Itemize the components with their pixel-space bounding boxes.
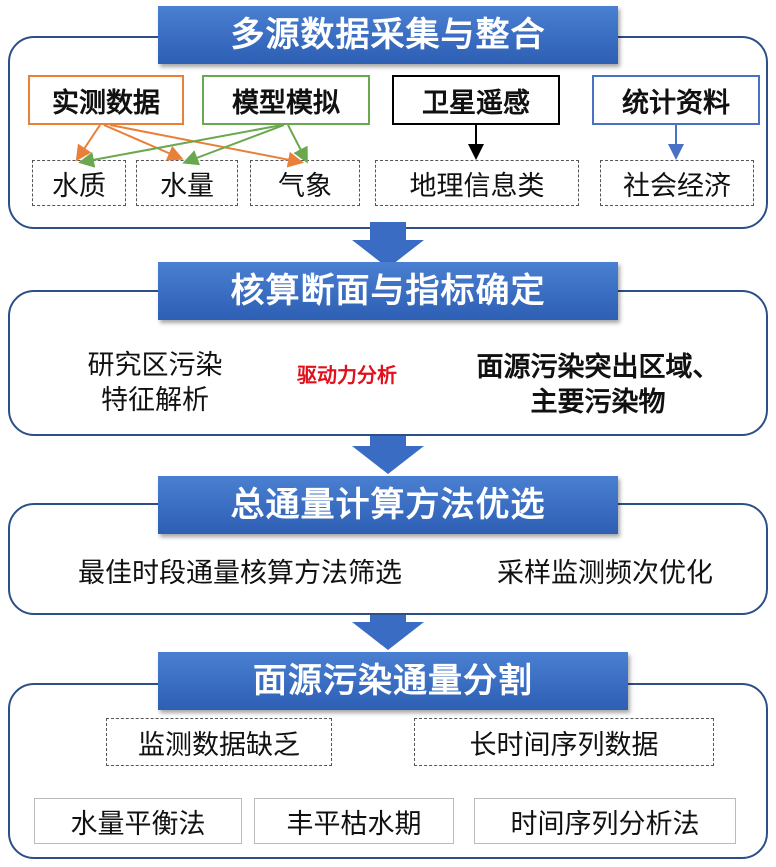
key-pollution-result: 面源污染突出区域、 主要污染物	[476, 352, 720, 419]
section-3-title: 总通量计算方法优选	[158, 476, 618, 534]
down-arrow-2	[352, 430, 424, 474]
section-2-title: 核算断面与指标确定	[158, 262, 618, 320]
driving-force-label: 驱动力分析	[297, 363, 397, 387]
category-geographic-info: 地理信息类	[375, 160, 579, 206]
condition-long-time-series: 长时间序列数据	[414, 718, 714, 766]
section-4-title: 面源污染通量分割	[158, 652, 628, 710]
method-hydrological-season: 丰平枯水期	[254, 798, 454, 844]
section-1-title: 多源数据采集与整合	[158, 6, 618, 64]
study-area-pollution-analysis: 研究区污染 特征解析	[87, 350, 223, 417]
flux-method-screening: 最佳时段通量核算方法筛选	[78, 558, 402, 589]
category-water-quality: 水质	[32, 160, 126, 206]
sampling-frequency-optimization: 采样监测频次优化	[497, 558, 713, 589]
source-statistics: 统计资料	[592, 75, 760, 125]
category-meteorology: 气象	[250, 160, 360, 206]
source-satellite-remote-sensing: 卫星遥感	[392, 75, 560, 125]
method-water-balance: 水量平衡法	[34, 798, 242, 844]
source-model-simulation: 模型模拟	[202, 75, 370, 125]
source-measured-data: 实测数据	[28, 75, 184, 125]
condition-missing-monitoring: 监测数据缺乏	[106, 718, 332, 766]
category-socioeconomic: 社会经济	[600, 160, 754, 206]
method-time-series-analysis: 时间序列分析法	[474, 798, 736, 844]
category-water-quantity: 水量	[136, 160, 238, 206]
